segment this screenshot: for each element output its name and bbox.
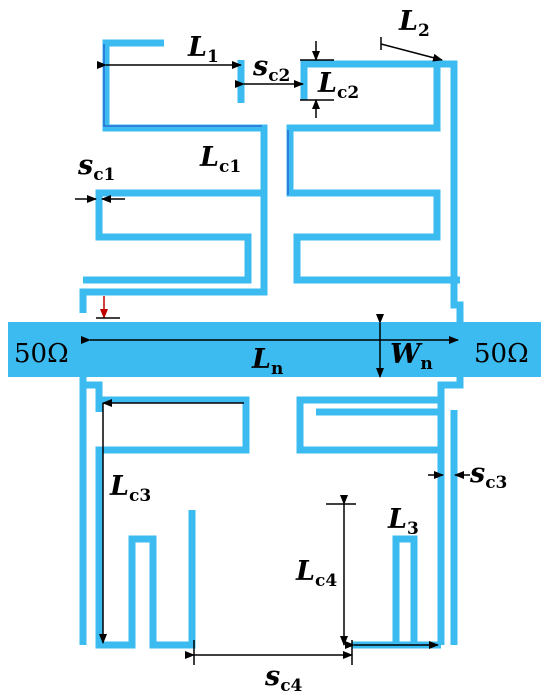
label-sc4: sc4 [264, 661, 303, 695]
port-left-label: 50Ω [14, 339, 69, 369]
port-right-label: 50Ω [474, 339, 529, 369]
label-L3: L3 [387, 504, 419, 539]
dim-gap-marker [96, 296, 120, 319]
dim-Lc4 [326, 495, 356, 646]
label-Lc3: Lc3 [109, 471, 151, 506]
bottom-right-resonator [296, 377, 464, 649]
dim-Lc3-arrow [99, 399, 244, 644]
main-transmission-line [8, 322, 541, 377]
label-Wn: Wn [390, 339, 433, 374]
bottom-left-resonator [79, 377, 250, 649]
dim-sc4 [185, 640, 353, 665]
label-sc2: sc2 [252, 51, 290, 86]
dim-L2 [380, 37, 443, 62]
label-sc3: sc3 [469, 458, 507, 493]
label-Lc1: Lc1 [199, 142, 241, 177]
label-Lc2: Lc2 [317, 68, 359, 103]
label-L1: L1 [187, 32, 219, 67]
label-Lc4: Lc4 [295, 556, 337, 591]
label-Ln: Ln [251, 344, 283, 379]
top-right-resonator [286, 60, 464, 322]
label-L2: L2 [398, 6, 430, 41]
label-sc1: sc1 [77, 150, 115, 185]
dim-Lc2 [300, 41, 334, 118]
